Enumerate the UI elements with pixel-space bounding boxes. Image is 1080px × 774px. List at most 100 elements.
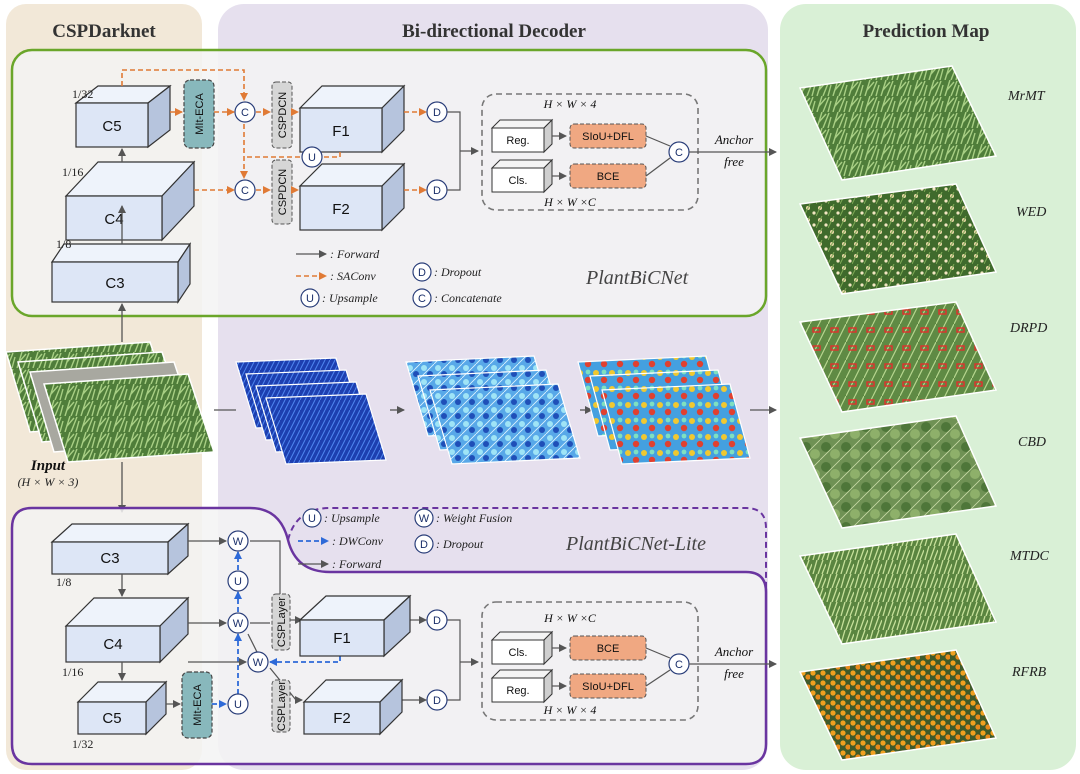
top-bce-label: BCE	[597, 171, 620, 183]
bottom-head-dim-bottom: H × W × 4	[543, 703, 597, 717]
bottom-cls-label: Cls.	[509, 647, 528, 659]
top-anchor-free-1: Anchor	[714, 132, 754, 147]
bottom-c4-block: C4	[64, 596, 190, 664]
bottom-upsample-1: U	[227, 570, 249, 592]
top-f1-block: F1	[298, 84, 406, 154]
legend-lite-dropout: : Dropout	[436, 537, 484, 551]
input-images	[5, 341, 216, 463]
prediction-title: Prediction Map	[863, 21, 990, 42]
legend-concatenate: : Concatenate	[434, 291, 502, 305]
top-c3-label: C3	[105, 275, 124, 292]
bottom-anchor-free-1: Anchor	[714, 644, 754, 659]
bottom-bce-label: BCE	[597, 643, 620, 655]
legend-saconv: : SAConv	[330, 269, 376, 283]
top-concat-1: C	[234, 101, 256, 123]
input-label: Input	[30, 458, 66, 474]
bottom-head-dim-top: H × W ×C	[543, 611, 597, 625]
bottom-scale-16: 1/16	[62, 665, 83, 679]
bottom-siou-label: SIoU+DFL	[582, 681, 634, 693]
top-cspdcn-1-module: CSPDCN	[271, 81, 293, 149]
decoder-title: Bi-directional Decoder	[402, 21, 586, 42]
svg-text:C: C	[675, 659, 683, 671]
svg-text:C: C	[241, 107, 249, 119]
bottom-mit-eca-label: MIt-ECA	[192, 684, 204, 726]
svg-text:D: D	[433, 107, 441, 119]
plantbicnet-title: PlantBiCNet	[585, 267, 689, 289]
legend-dropout: : Dropout	[434, 265, 482, 279]
bottom-upsample-2: U	[227, 693, 249, 715]
prediction-map-drpd: DRPD	[798, 301, 1047, 413]
feature-maps-stage-1	[235, 357, 387, 465]
bottom-c4-label: C4	[103, 636, 122, 653]
bottom-weight-fusion-2: W	[227, 612, 249, 634]
prediction-map-rfrb: RFRB	[798, 649, 1047, 761]
svg-text:W: W	[233, 618, 244, 630]
bottom-c3-block: C3	[50, 522, 190, 576]
top-scale-32: 1/32	[72, 87, 93, 101]
bottom-f1-label: F1	[333, 630, 351, 647]
plantbicnet-network: C5 C4 C3 1/32 1/16 1/8 MIt-ECA	[10, 48, 777, 318]
bottom-weight-fusion-3: W	[247, 651, 269, 673]
top-concat-2: C	[234, 179, 256, 201]
svg-text:U: U	[234, 699, 242, 711]
top-cls-label: Cls.	[509, 175, 528, 187]
top-f2-block: F2	[298, 162, 406, 232]
dataset-drpd-label: DRPD	[1009, 321, 1047, 336]
plantbicnet-lite-network: C3 1/8 C4 1/16 C5 1/32 MIt-ECA	[10, 506, 777, 766]
bottom-legend: U : Upsample W : Weight Fusion : DWConv …	[298, 508, 512, 571]
bottom-c5-label: C5	[102, 710, 121, 727]
bottom-csplayer-1-label: CSPLayer	[276, 597, 288, 647]
top-mit-eca-label: MIt-ECA	[194, 93, 206, 135]
svg-text:W: W	[419, 513, 430, 525]
top-cspdcn-1-label: CSPDCN	[277, 92, 289, 139]
legend-forward: : Forward	[330, 247, 380, 261]
legend-lite-dwconv: : DWConv	[332, 534, 384, 548]
dataset-rfrb-label: RFRB	[1011, 665, 1047, 680]
bottom-weight-fusion-1: W	[227, 530, 249, 552]
top-c5-label: C5	[102, 118, 121, 135]
bottom-csplayer-2-module: CSPLayer	[271, 679, 291, 733]
top-scale-8: 1/8	[56, 237, 71, 251]
prediction-map-cbd: CBD	[798, 415, 1046, 529]
top-f1-label: F1	[332, 123, 350, 140]
bottom-c3-label: C3	[100, 550, 119, 567]
top-mit-eca-module: MIt-ECA	[183, 79, 215, 149]
bottom-scale-8: 1/8	[56, 575, 71, 589]
prediction-map-mrmt: MrMT	[798, 65, 1046, 181]
top-saconv-paths	[121, 69, 427, 194]
bottom-anchor-free-2: free	[724, 666, 744, 681]
svg-text:U: U	[306, 293, 314, 305]
svg-text:U: U	[308, 513, 316, 525]
top-detection-head: H × W × 4 H × W ×C Reg. Cls. SIoU+DFL BC…	[481, 93, 699, 211]
bottom-dropout-2: D	[426, 689, 448, 711]
top-c3-block: C3	[50, 242, 192, 304]
legend-lite-forward: : Forward	[332, 557, 382, 571]
svg-text:U: U	[234, 576, 242, 588]
bottom-f2-block: F2	[302, 678, 404, 736]
bottom-f2-label: F2	[333, 710, 351, 727]
top-head-dim-bottom: H × W ×C	[543, 195, 597, 209]
legend-upsample: : Upsample	[322, 291, 378, 305]
svg-text:C: C	[241, 185, 249, 197]
top-dropout-2: D	[426, 179, 448, 201]
top-head-dim-top: H × W × 4	[543, 97, 597, 111]
bottom-forward-paths	[188, 537, 479, 704]
legend-lite-upsample: : Upsample	[324, 511, 380, 525]
bottom-csplayer-1-module: CSPLayer	[271, 593, 291, 651]
legend-lite-weight-fusion: : Weight Fusion	[436, 511, 512, 525]
svg-text:D: D	[418, 267, 426, 279]
backbone-title: CSPDarknet	[52, 21, 156, 42]
bottom-c5-block: C5	[76, 680, 168, 736]
top-legend: : Forward : SAConv U : Upsample D : Drop…	[296, 247, 502, 308]
dataset-cbd-label: CBD	[1018, 435, 1046, 450]
bottom-csplayer-2-label: CSPLayer	[276, 681, 288, 731]
feature-maps-stage-2	[405, 355, 581, 465]
top-c5-block: C5	[74, 84, 172, 149]
top-f2-label: F2	[332, 201, 350, 218]
bottom-detection-head: H × W ×C H × W × 4 Cls. Reg. BCE SIoU+DF…	[481, 601, 699, 721]
top-siou-label: SIoU+DFL	[582, 131, 634, 143]
prediction-map-wed: WED	[798, 183, 1046, 295]
svg-text:W: W	[253, 657, 264, 669]
svg-text:U: U	[308, 152, 316, 164]
